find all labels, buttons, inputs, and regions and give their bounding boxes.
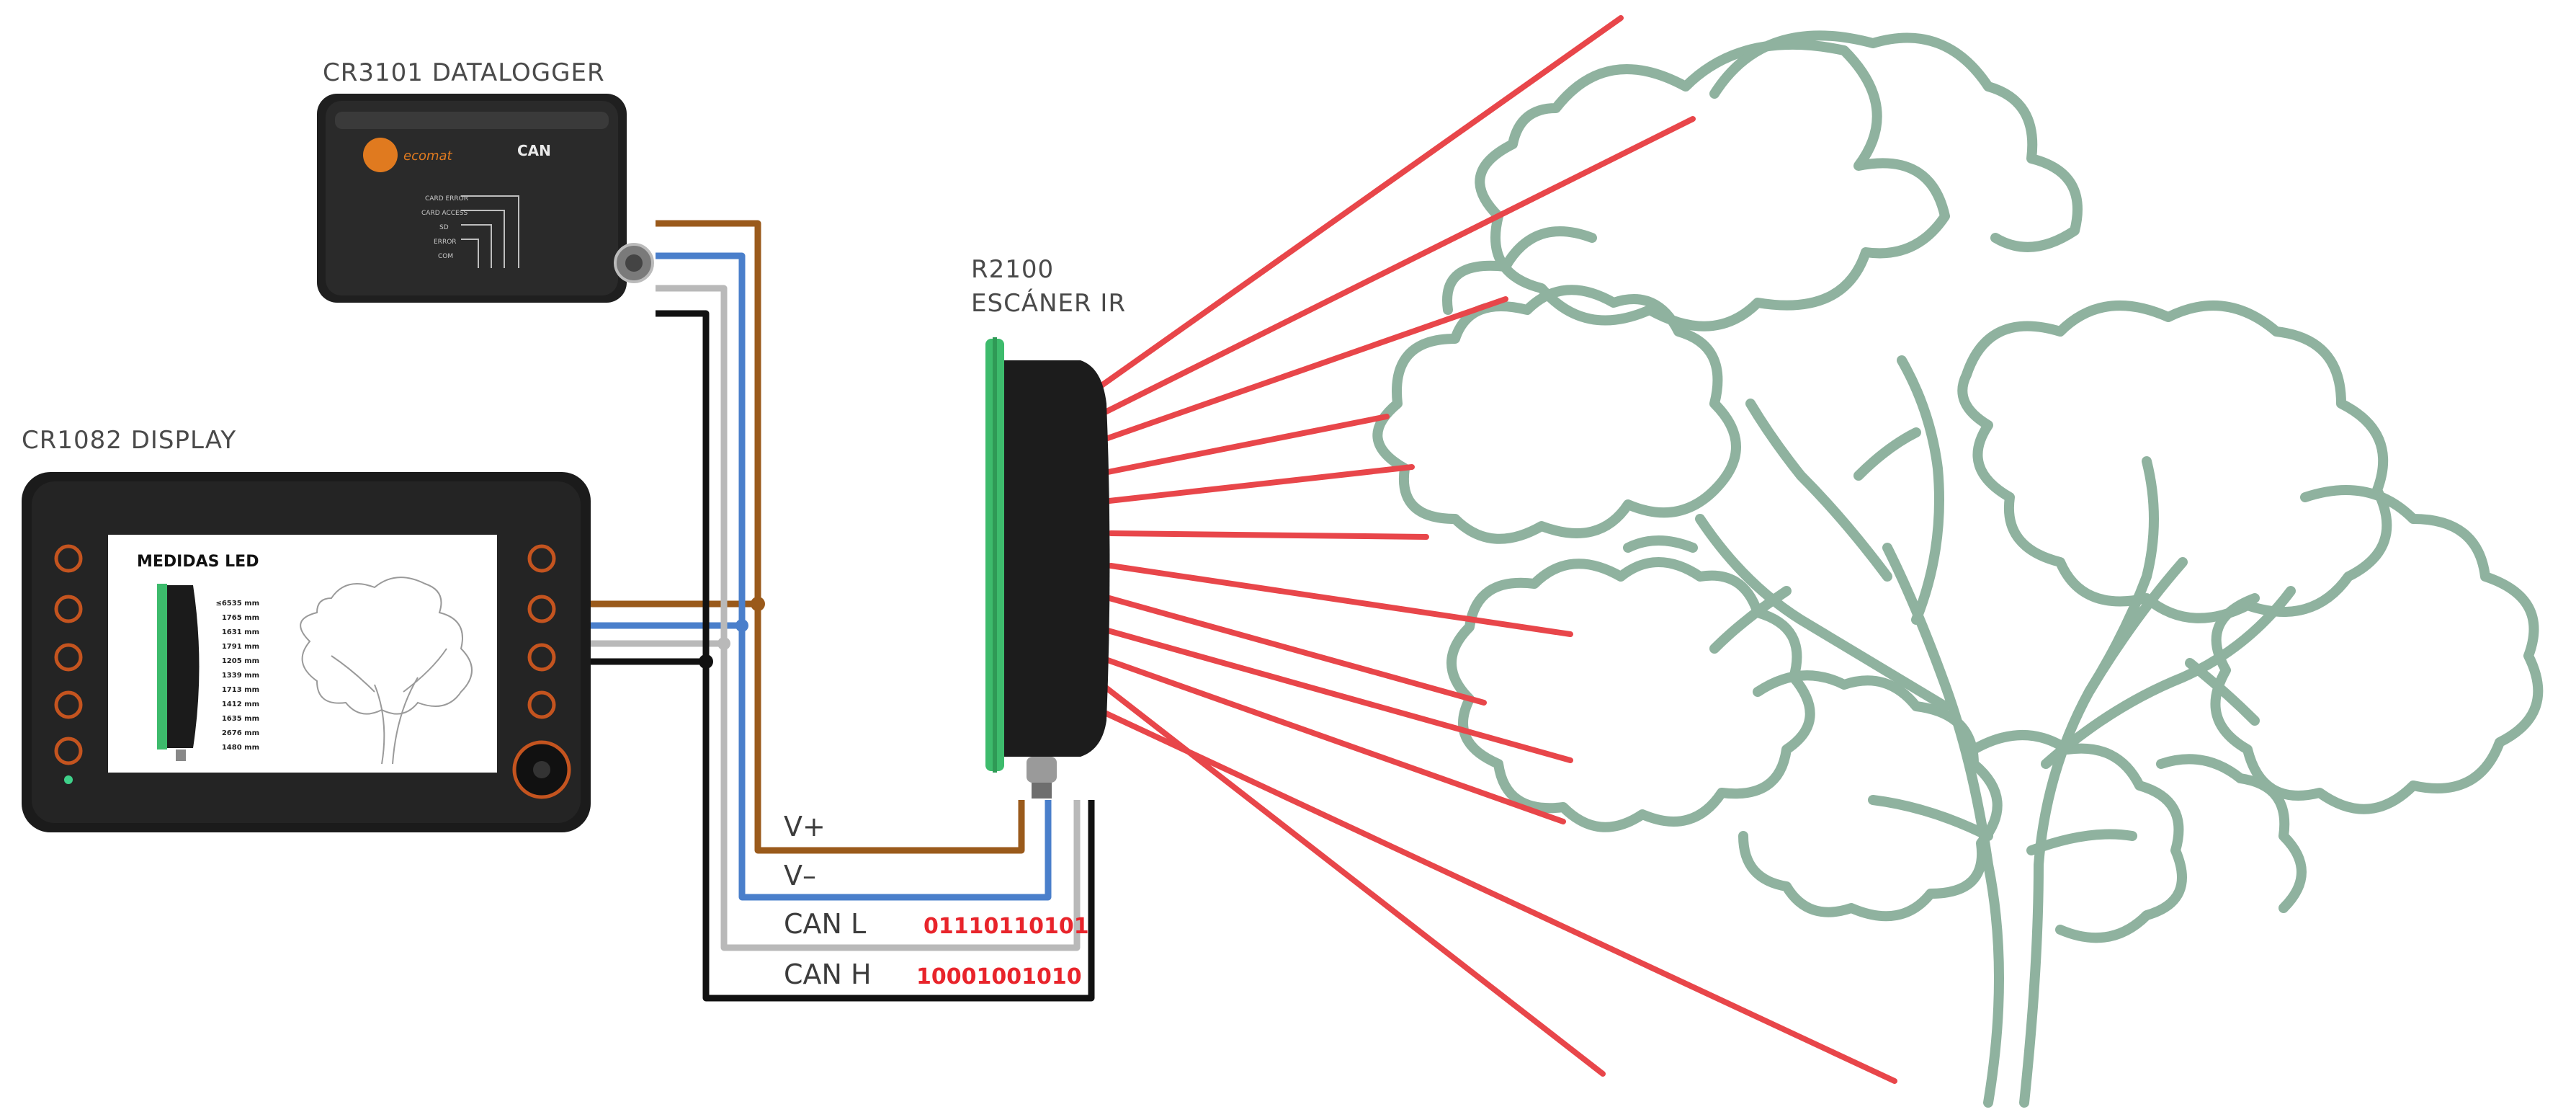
scanner-label-type: ESCÁNER IR [971, 288, 1126, 318]
datalogger-status-4: ERROR [434, 239, 457, 246]
datalogger-status-5: COM [438, 253, 453, 260]
wire-label-vplus: V+ [784, 811, 826, 842]
ir-beam [1108, 530, 1429, 540]
display-reading: 1713 mm [222, 686, 259, 694]
can-h-bits: 10001001010 [916, 964, 1082, 989]
wire-harness [583, 220, 1095, 1002]
scanner-label-model: R2100 [971, 255, 1054, 284]
display-reading: 2676 mm [222, 729, 259, 737]
wire-vplus [656, 220, 1025, 854]
wire-label-can-h: CAN H [784, 958, 872, 990]
datalogger-device: ecomat CAN CARD ERROR CARD ACCESS SD ERR… [317, 94, 654, 303]
mini-tree-icon [300, 577, 473, 765]
display-screen-title: MEDIDAS LED [137, 553, 259, 571]
ir-beam [1103, 657, 1566, 824]
datalogger-status-3: SD [439, 224, 449, 231]
display-readings: ≤6535 mm 1765 mm 1631 mm 1791 mm 1205 mm 1339… [215, 600, 259, 752]
ir-beam [1098, 116, 1696, 417]
wire-vminus [656, 252, 1052, 901]
wire-can-h [656, 310, 1095, 1002]
datalogger-brand: ecomat [403, 148, 453, 164]
wire-can-l [656, 285, 1081, 951]
display-led-icon [64, 775, 73, 784]
ir-beam [1106, 464, 1415, 504]
can-l-bits: 01110110101 [923, 914, 1089, 939]
ir-beam [1105, 414, 1390, 475]
display-reading: 1791 mm [222, 643, 259, 651]
display-reading: 1412 mm [222, 700, 259, 708]
scanner-connector-icon [1027, 757, 1057, 783]
ir-beam [1096, 707, 1897, 1084]
display-reading: 1631 mm [222, 628, 259, 636]
display-reading: 1339 mm [222, 672, 259, 680]
display-left-buttons [54, 544, 83, 765]
display-reading: 1205 mm [222, 657, 259, 665]
ir-beams [1094, 15, 1897, 1084]
ir-beam [1105, 628, 1573, 763]
datalogger-status-2: CARD ACCESS [421, 210, 468, 217]
display-reading: 1480 mm [222, 744, 259, 752]
display-reading: 1765 mm [222, 614, 259, 622]
tree-illustration [1372, 30, 2544, 1108]
display-reading: 1635 mm [222, 715, 259, 723]
ir-beam [1099, 682, 1606, 1077]
display-device: MEDIDAS LED ≤6535 mm 1765 mm 1631 mm 1791 m… [22, 472, 591, 832]
datalogger-status-1: CARD ERROR [425, 195, 468, 203]
ir-beam [1094, 15, 1624, 392]
ir-beam [1108, 563, 1573, 637]
scanner-device [985, 337, 1110, 799]
display-right-buttons [527, 544, 556, 719]
ir-beam [1101, 296, 1508, 442]
wire-label-can-l: CAN L [784, 908, 866, 940]
display-label: CR1082 DISPLAY [22, 426, 236, 455]
wire-label-vminus: V– [784, 860, 816, 891]
datalogger-label: CR3101 DATALOGGER [323, 58, 605, 87]
ir-beam [1106, 595, 1487, 706]
display-reading: ≤6535 mm [215, 600, 259, 608]
datalogger-bus: CAN [517, 142, 551, 159]
